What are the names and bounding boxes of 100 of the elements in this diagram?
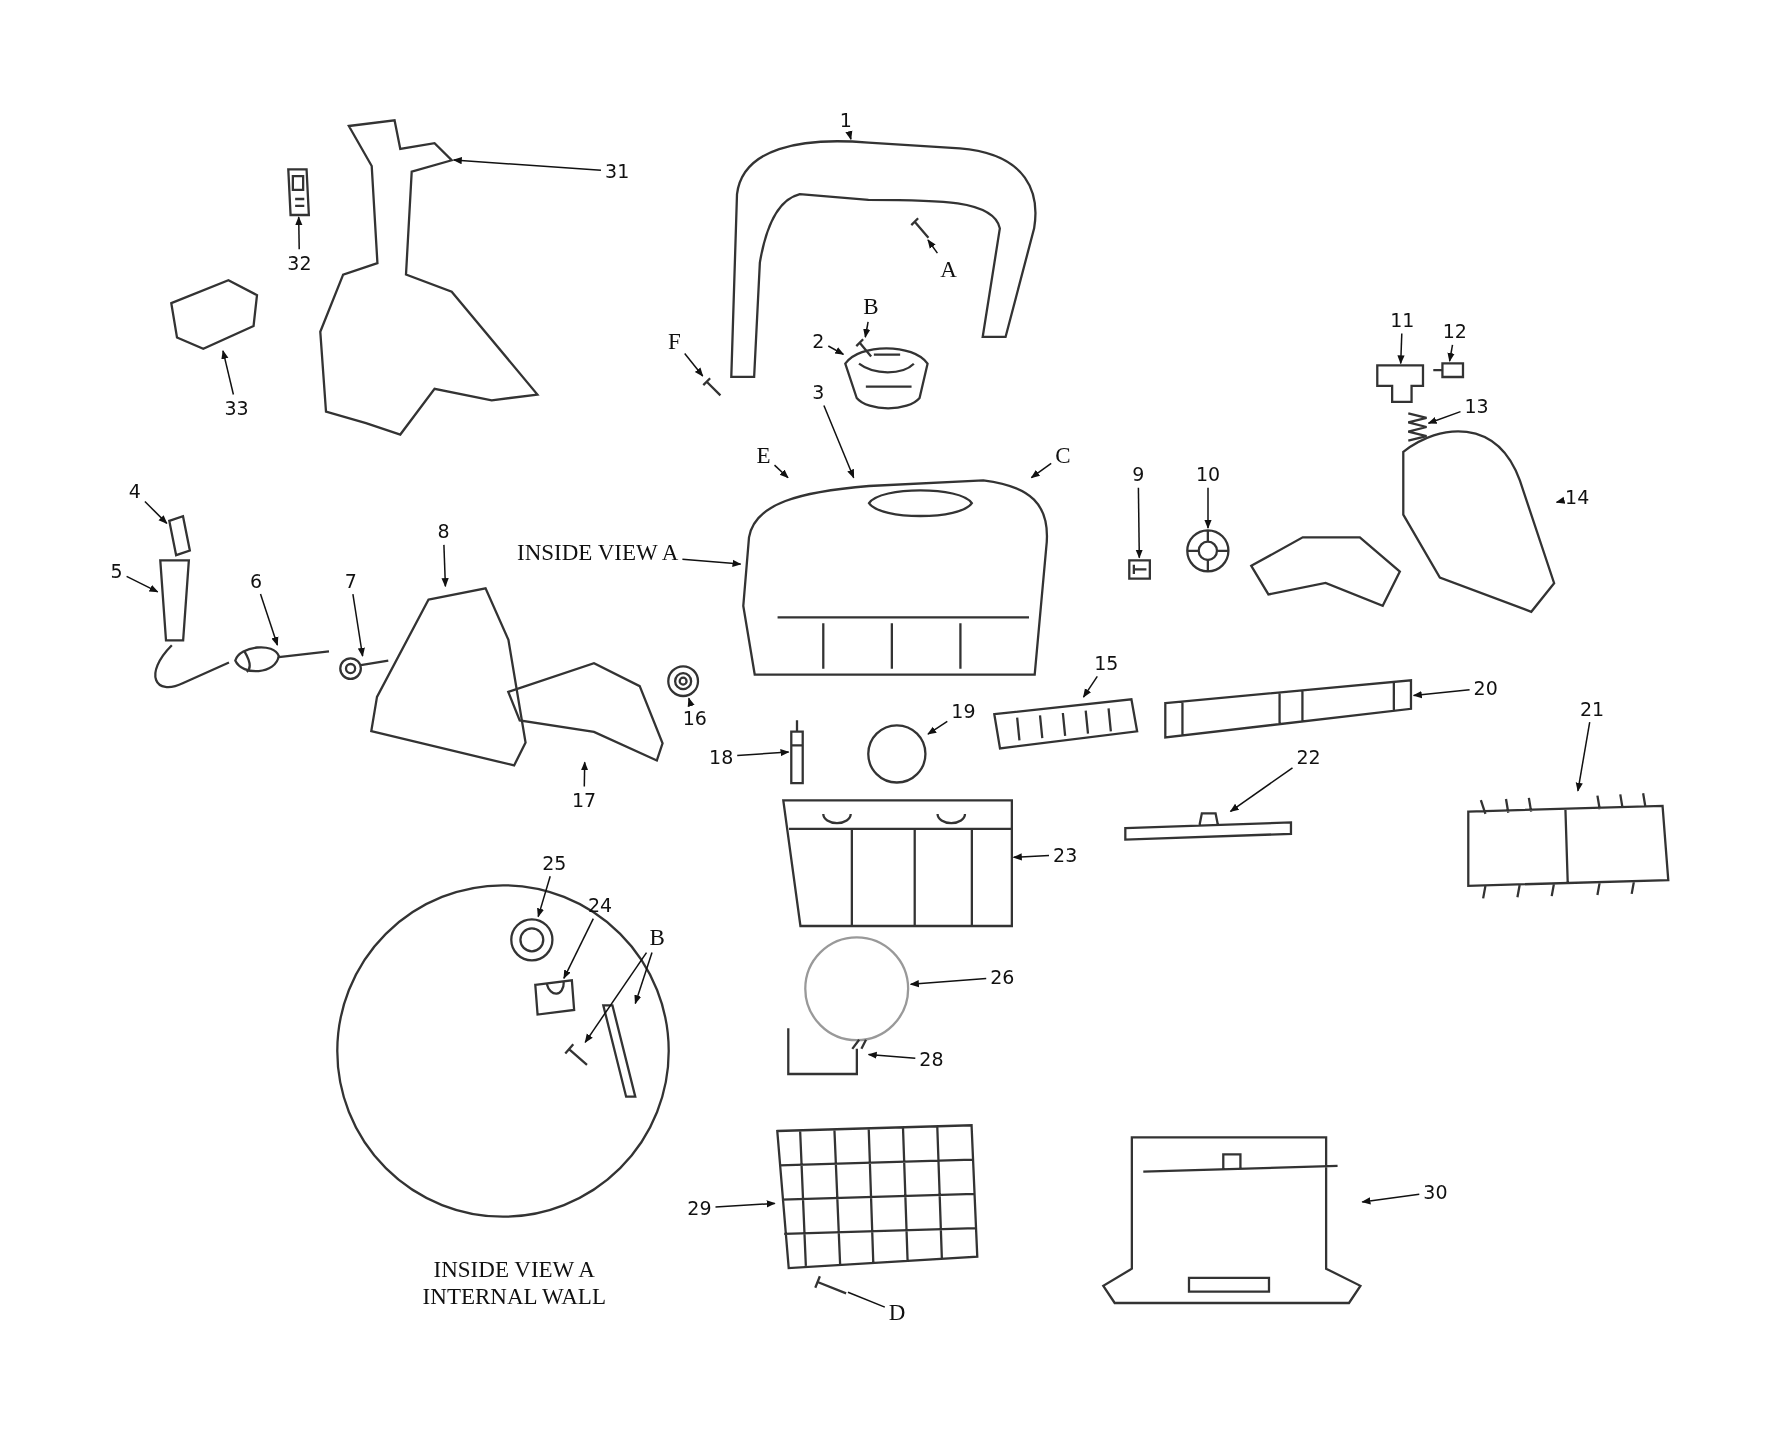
- callout-number: 9: [1131, 463, 1146, 485]
- leader-line: [823, 404, 855, 479]
- leader-line: [144, 500, 168, 525]
- cable-drawing: [786, 1026, 869, 1077]
- connector-drawing: [166, 514, 192, 558]
- leader-line: [683, 352, 704, 377]
- callout-number: 31: [604, 160, 631, 182]
- leader-line: [1397, 332, 1405, 365]
- screw-drawing: [563, 1042, 590, 1068]
- washer-drawing: [338, 656, 391, 682]
- track-drawing: [506, 660, 666, 763]
- pin-drawing: [1430, 361, 1466, 380]
- callout-letter: E: [755, 442, 772, 468]
- cable-drawing: [152, 643, 231, 690]
- callout-number: 4: [127, 480, 142, 502]
- leader-line: [1135, 487, 1143, 559]
- leader-line: [563, 917, 595, 980]
- callout-number: 21: [1578, 698, 1606, 720]
- leader-line: [827, 345, 845, 356]
- clip-drawing: [1126, 557, 1152, 581]
- callout-number: 25: [541, 852, 568, 874]
- ring-drawing: [508, 916, 555, 963]
- leader-line: [1361, 1193, 1421, 1205]
- leader-line: [927, 239, 939, 254]
- leader-line: [441, 544, 449, 588]
- leader-line: [863, 321, 871, 338]
- callout-number: 1: [838, 109, 853, 131]
- cart-drawing: [317, 117, 540, 437]
- callout-number: 13: [1463, 395, 1490, 417]
- leader-line: [1012, 853, 1050, 861]
- plate-drawing: [992, 697, 1140, 751]
- robot-body-drawing: [740, 477, 1049, 677]
- leader-line: [1427, 410, 1462, 424]
- view-caption: INSIDE VIEW A INTERNAL WALL: [421, 1257, 607, 1310]
- leader-line: [847, 1291, 886, 1308]
- leader-line: [537, 875, 551, 918]
- leader-line: [452, 156, 602, 172]
- leader-line: [580, 761, 589, 788]
- remote-drawing: [285, 166, 311, 218]
- callout-number: 7: [343, 570, 358, 592]
- callout-number: 22: [1295, 746, 1322, 768]
- leader-line: [927, 720, 949, 735]
- callout-number: 15: [1093, 652, 1120, 674]
- leader-line: [125, 575, 159, 593]
- basket-drawing: [774, 1123, 980, 1271]
- leader-line: [1575, 721, 1591, 792]
- callout-letter: F: [666, 328, 682, 354]
- track-drawing: [1249, 534, 1403, 608]
- callout-number: 12: [1441, 320, 1468, 342]
- callout-number: 11: [1389, 309, 1416, 331]
- callout-number: 32: [286, 252, 313, 274]
- filter-cap-drawing: [843, 345, 931, 411]
- callout-number: 2: [811, 330, 826, 352]
- callout-number: 33: [223, 397, 250, 419]
- clip-drawing: [788, 717, 805, 786]
- leader-line: [259, 593, 279, 646]
- basket-frame-drawing: [1100, 1134, 1363, 1306]
- callout-number: 24: [586, 894, 614, 916]
- callout-number: 19: [950, 700, 977, 722]
- bracket-drawing: [1374, 363, 1426, 405]
- leader-line: [687, 697, 695, 708]
- callout-letter: D: [887, 1299, 907, 1325]
- callout-number: 8: [436, 520, 451, 542]
- screw-drawing: [812, 1274, 848, 1296]
- side-panel-drawing: [1401, 428, 1557, 614]
- leader-line: [845, 130, 853, 141]
- screw-drawing: [853, 337, 874, 359]
- leader-line: [221, 349, 235, 396]
- detail-view-circle: [334, 883, 671, 1220]
- callout-number: 14: [1564, 486, 1591, 508]
- roller-drawing: [1163, 677, 1414, 740]
- callout-letter: C: [1054, 442, 1072, 468]
- callout-letter: INSIDE VIEW A: [516, 539, 680, 565]
- float-drawing: [233, 645, 332, 675]
- leader-line: [714, 1200, 776, 1208]
- screw-drawing: [908, 216, 931, 240]
- callout-number: 6: [248, 570, 264, 592]
- callout-number: 17: [570, 789, 598, 811]
- callout-letter: B: [862, 293, 880, 319]
- callout-number: 10: [1194, 463, 1222, 485]
- leader-line: [1412, 688, 1471, 699]
- detail-circle: [866, 723, 928, 786]
- callout-letter: A: [939, 256, 958, 282]
- callout-number: 26: [989, 966, 1016, 988]
- leader-line: [352, 593, 365, 657]
- leader-line: [1030, 462, 1052, 479]
- clamp-drawing: [532, 978, 576, 1018]
- spring-drawing: [1405, 411, 1429, 444]
- side-panel-drawing: [369, 586, 528, 768]
- leader-line: [1204, 487, 1212, 529]
- detail-circle: [803, 934, 911, 1043]
- leader-line: [1555, 496, 1566, 504]
- callout-number: 28: [918, 1048, 945, 1070]
- callout-number: 29: [686, 1197, 713, 1219]
- motor-drawing: [780, 797, 1014, 928]
- swivel-drawing: [157, 557, 191, 643]
- leader-line: [634, 951, 653, 1005]
- bushing-drawing: [666, 664, 701, 699]
- leader-line: [1229, 767, 1294, 813]
- tube-drawing: [601, 1003, 638, 1100]
